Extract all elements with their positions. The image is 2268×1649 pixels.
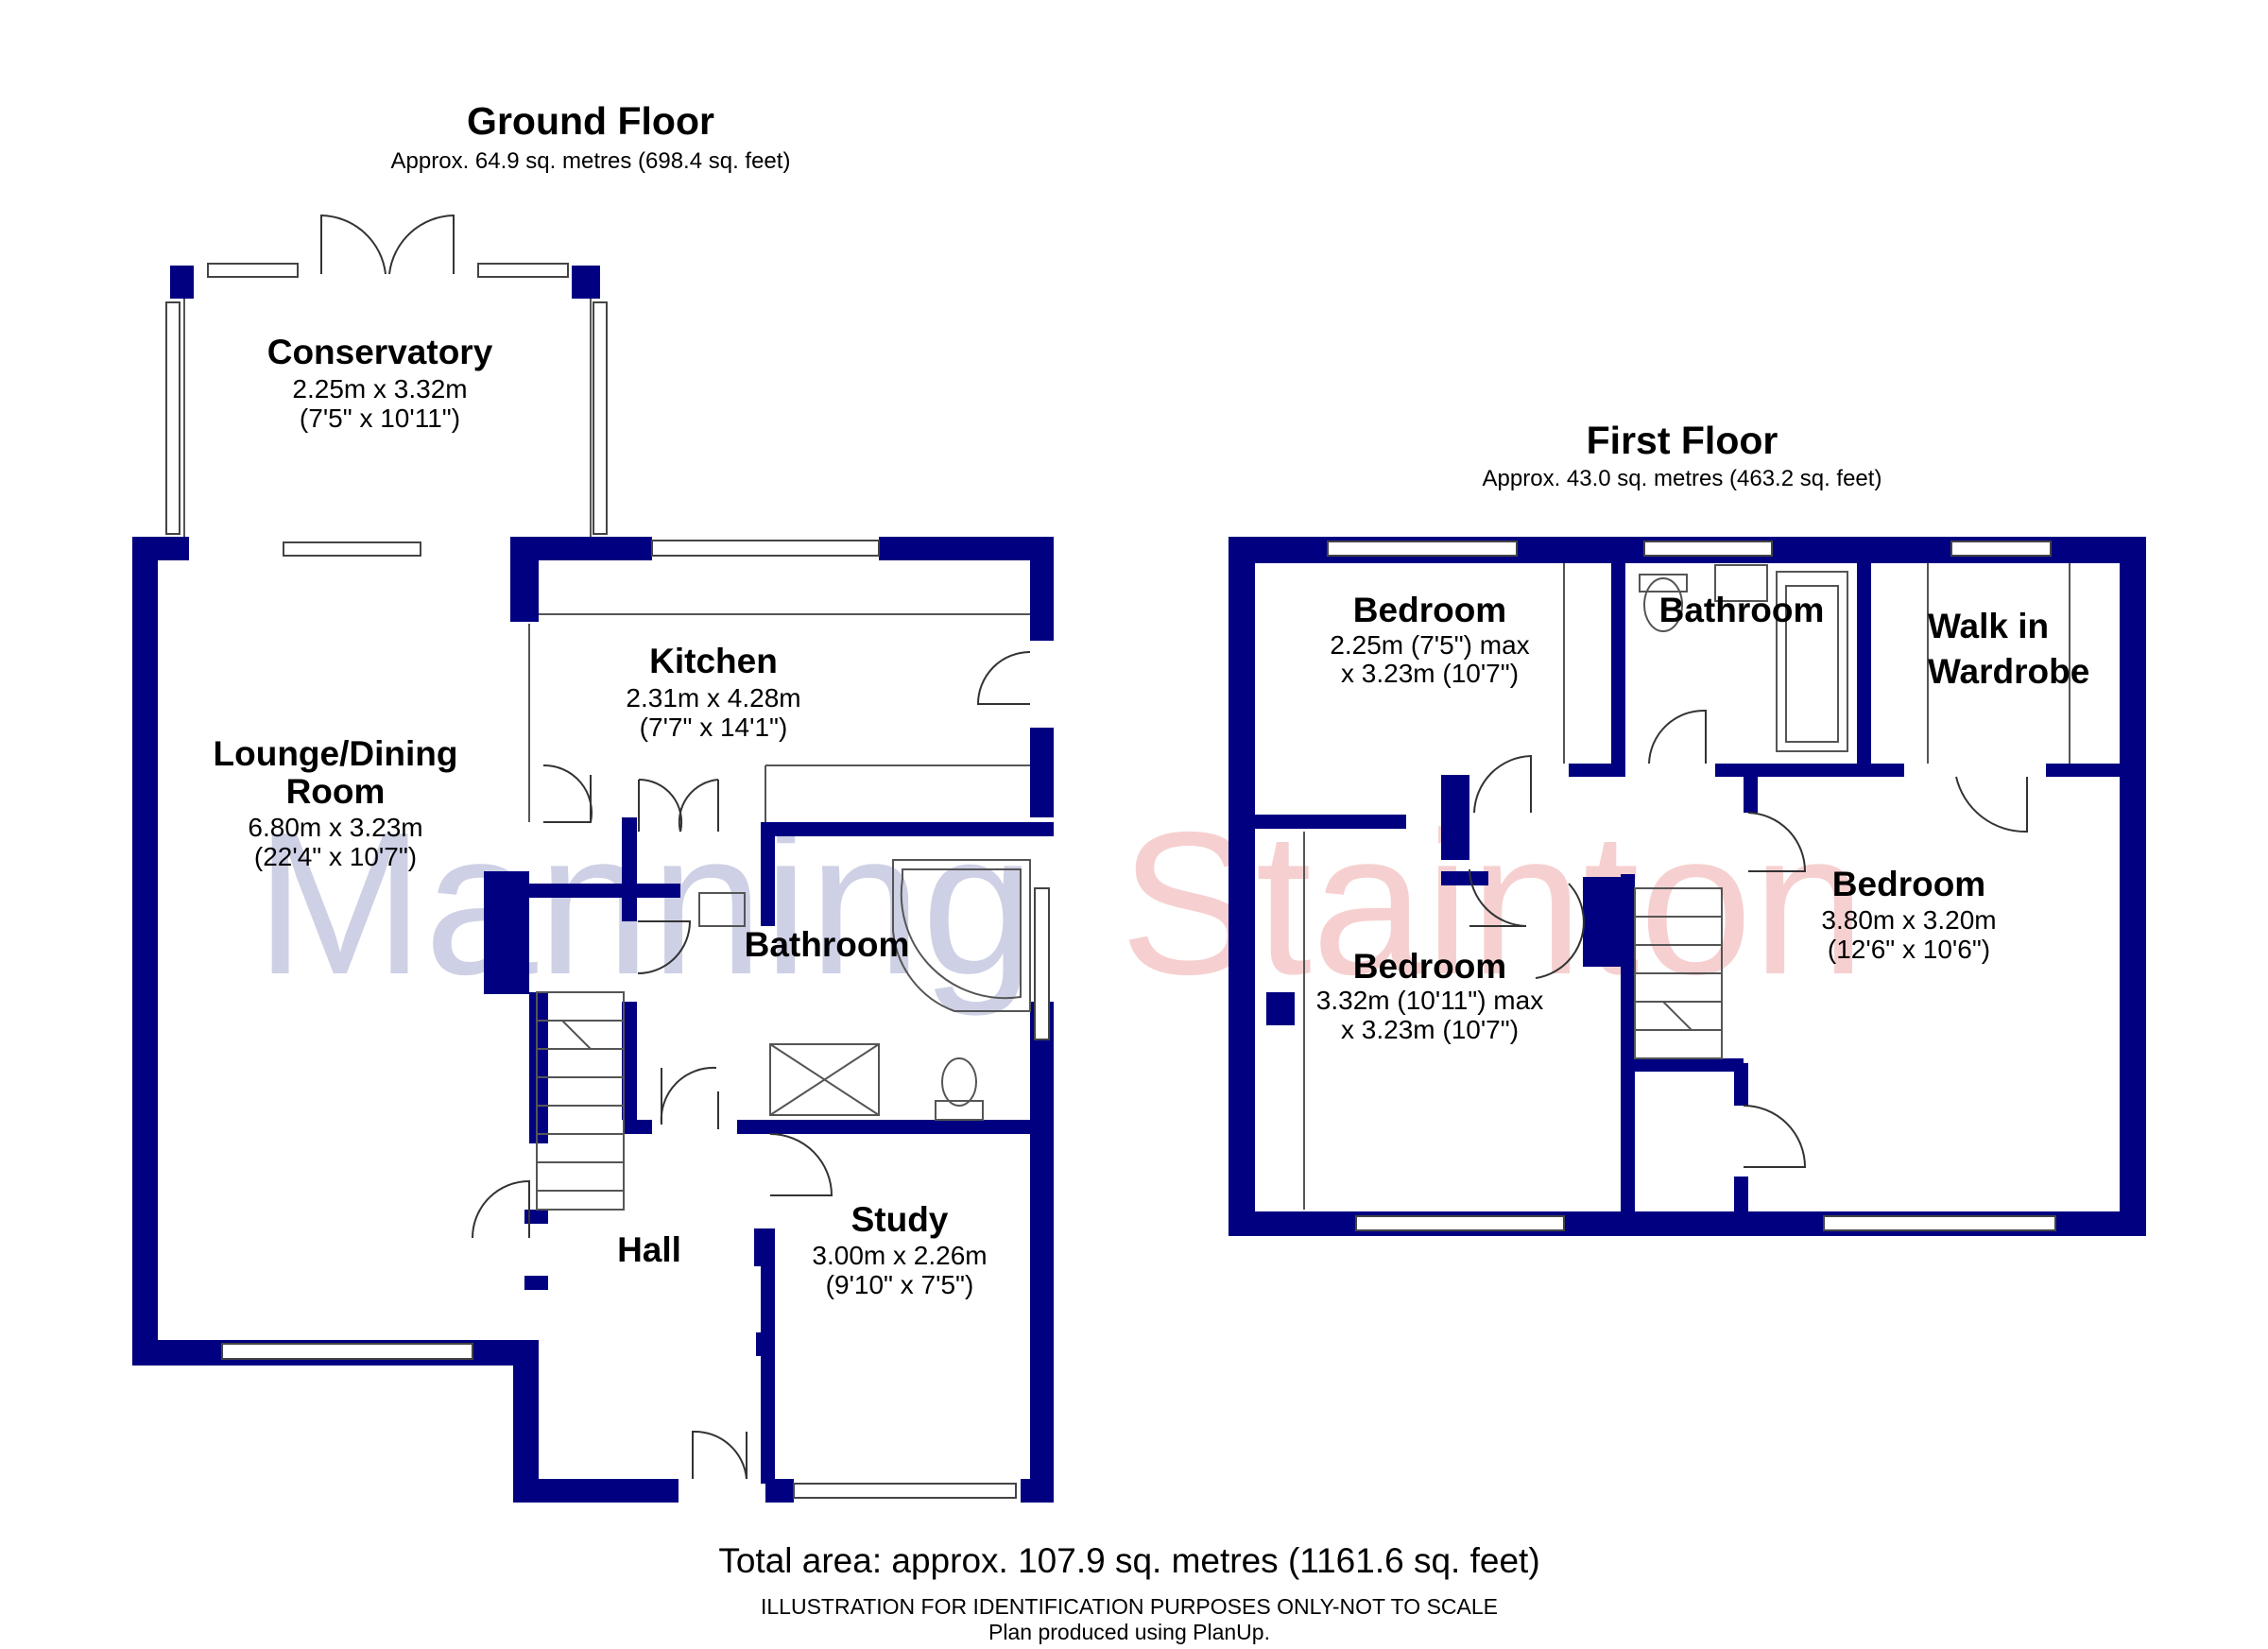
ground-floor-labels: Ground Floor Approx. 64.9 sq. metres (69… — [214, 99, 988, 1299]
kitchen-window — [651, 540, 880, 557]
kitchen-double-door-left — [638, 778, 683, 833]
kitchen-side-door — [976, 651, 1031, 705]
first-floor-area: Approx. 43.0 sq. metres (463.2 sq. feet) — [1483, 466, 1882, 491]
ff-bedroom-top-window — [1327, 541, 1518, 557]
ground-floor-staircase — [536, 991, 625, 1211]
conservatory-door-left — [320, 214, 387, 275]
study-imperial: (9'10" x 7'5") — [826, 1270, 974, 1299]
kitchen-metric: 2.31m x 4.28m — [626, 683, 800, 713]
ff-bedroom-right-label: Bedroom — [1832, 865, 1985, 903]
ff-bedroom-right-imperial: (12'6" x 10'6") — [1828, 935, 1990, 964]
ff-bedroom-left-door — [1535, 883, 1585, 979]
ff-bedroom-top-line1: 2.25m (7'5") max — [1330, 630, 1529, 660]
credit: Plan produced using PlanUp. — [988, 1620, 1270, 1644]
basin-icon — [698, 892, 746, 927]
study-window — [793, 1483, 1017, 1499]
disclaimer: ILLUSTRATION FOR IDENTIFICATION PURPOSES… — [761, 1594, 1498, 1619]
ff-bedroom-right-door — [1747, 812, 1807, 872]
ff-bedroom-left-window — [1355, 1215, 1565, 1231]
study-label: Study — [851, 1200, 949, 1239]
ff-bedroom-left-line1: 3.32m (10'11") max — [1316, 986, 1543, 1015]
conservatory-metric: 2.25m x 3.32m — [292, 374, 467, 404]
ground-floor-area: Approx. 64.9 sq. metres (698.4 sq. feet) — [391, 148, 791, 174]
lounge-imperial: (22'4" x 10'7") — [254, 842, 417, 871]
ground-floor-doors — [472, 651, 1031, 1480]
ff-bedroom-top-door — [1473, 754, 1532, 814]
ground-floor-plan — [132, 214, 1054, 1503]
lounge-label-line1: Lounge/Dining — [214, 734, 458, 773]
front-door — [692, 1430, 747, 1480]
study-metric: 3.00m x 2.26m — [812, 1241, 987, 1270]
ff-bath-icon — [1776, 571, 1848, 752]
ff-bathroom-window — [1643, 541, 1773, 557]
ff-cupboard-door — [1743, 1105, 1807, 1168]
ff-wardrobe-door — [1955, 776, 2028, 833]
ff-bathroom-label: Bathroom — [1659, 591, 1825, 629]
conservatory-window-left — [165, 301, 180, 535]
hall-label: Hall — [617, 1230, 681, 1269]
ff-wardrobe-label-line2: Wardrobe — [1928, 652, 2089, 691]
ff-fittings — [1303, 563, 2070, 1210]
corner-bath-icon — [892, 859, 1031, 1012]
conservatory-imperial: (7'5" x 10'11") — [300, 404, 460, 433]
first-floor-plan — [1228, 537, 2146, 1236]
ff-bedroom-left-label: Bedroom — [1353, 947, 1506, 986]
ground-bathroom-fixtures — [698, 859, 1031, 1121]
ff-staircase — [1634, 887, 1723, 1059]
hall-inner-door — [660, 1066, 717, 1125]
ff-bedroom-right-metric: 3.80m x 3.20m — [1821, 905, 1996, 935]
conservatory-door-right — [388, 214, 455, 275]
lounge-window-bottom — [221, 1343, 473, 1360]
ff-bedroom-left-line2: x 3.23m (10'7") — [1341, 1015, 1519, 1044]
lounge-door — [472, 1179, 530, 1239]
conservatory-window-right — [593, 301, 608, 535]
kitchen-imperial: (7'7" x 14'1") — [640, 713, 788, 742]
ground-floor-title: Ground Floor — [467, 99, 714, 143]
ff-bathroom-door — [1648, 709, 1707, 764]
conservatory-window-top-right — [477, 263, 569, 278]
ff-bedroom-top-label: Bedroom — [1353, 591, 1506, 629]
footer: Total area: approx. 107.9 sq. metres (11… — [718, 1541, 1539, 1644]
ground-bathroom-label: Bathroom — [745, 925, 910, 964]
kitchen-label: Kitchen — [649, 642, 778, 680]
toilet-icon — [941, 1057, 977, 1107]
bathroom-window — [1034, 887, 1050, 1040]
bathroom-door — [637, 920, 692, 974]
ff-basin-icon — [1714, 564, 1768, 602]
conservatory-window-top-left — [207, 263, 299, 278]
conservatory-frame — [165, 214, 608, 539]
ff-bedroom-right-window — [1823, 1215, 2056, 1231]
lounge-window-top — [283, 541, 421, 557]
kitchen-units — [528, 613, 1030, 822]
lounge-metric: 6.80m x 3.23m — [248, 813, 422, 842]
ff-wardrobe-window — [1950, 541, 2052, 557]
ff-doors — [1469, 709, 2028, 1168]
ff-toilet-icon — [1643, 577, 1683, 632]
study-door — [769, 1133, 833, 1196]
first-floor-title: First Floor — [1587, 419, 1778, 462]
ground-floor-walls — [132, 537, 1054, 1503]
ff-bedroom-top-line2: x 3.23m (10'7") — [1341, 659, 1519, 688]
conservatory-label: Conservatory — [267, 333, 493, 371]
total-area: Total area: approx. 107.9 sq. metres (11… — [718, 1541, 1539, 1580]
ff-wardrobe-label-line1: Walk in — [1928, 607, 2049, 645]
shower-tray-icon — [769, 1043, 880, 1116]
lounge-label-line2: Room — [286, 772, 386, 811]
first-floor-labels: First Floor Approx. 43.0 sq. metres (463… — [1316, 419, 2090, 1044]
